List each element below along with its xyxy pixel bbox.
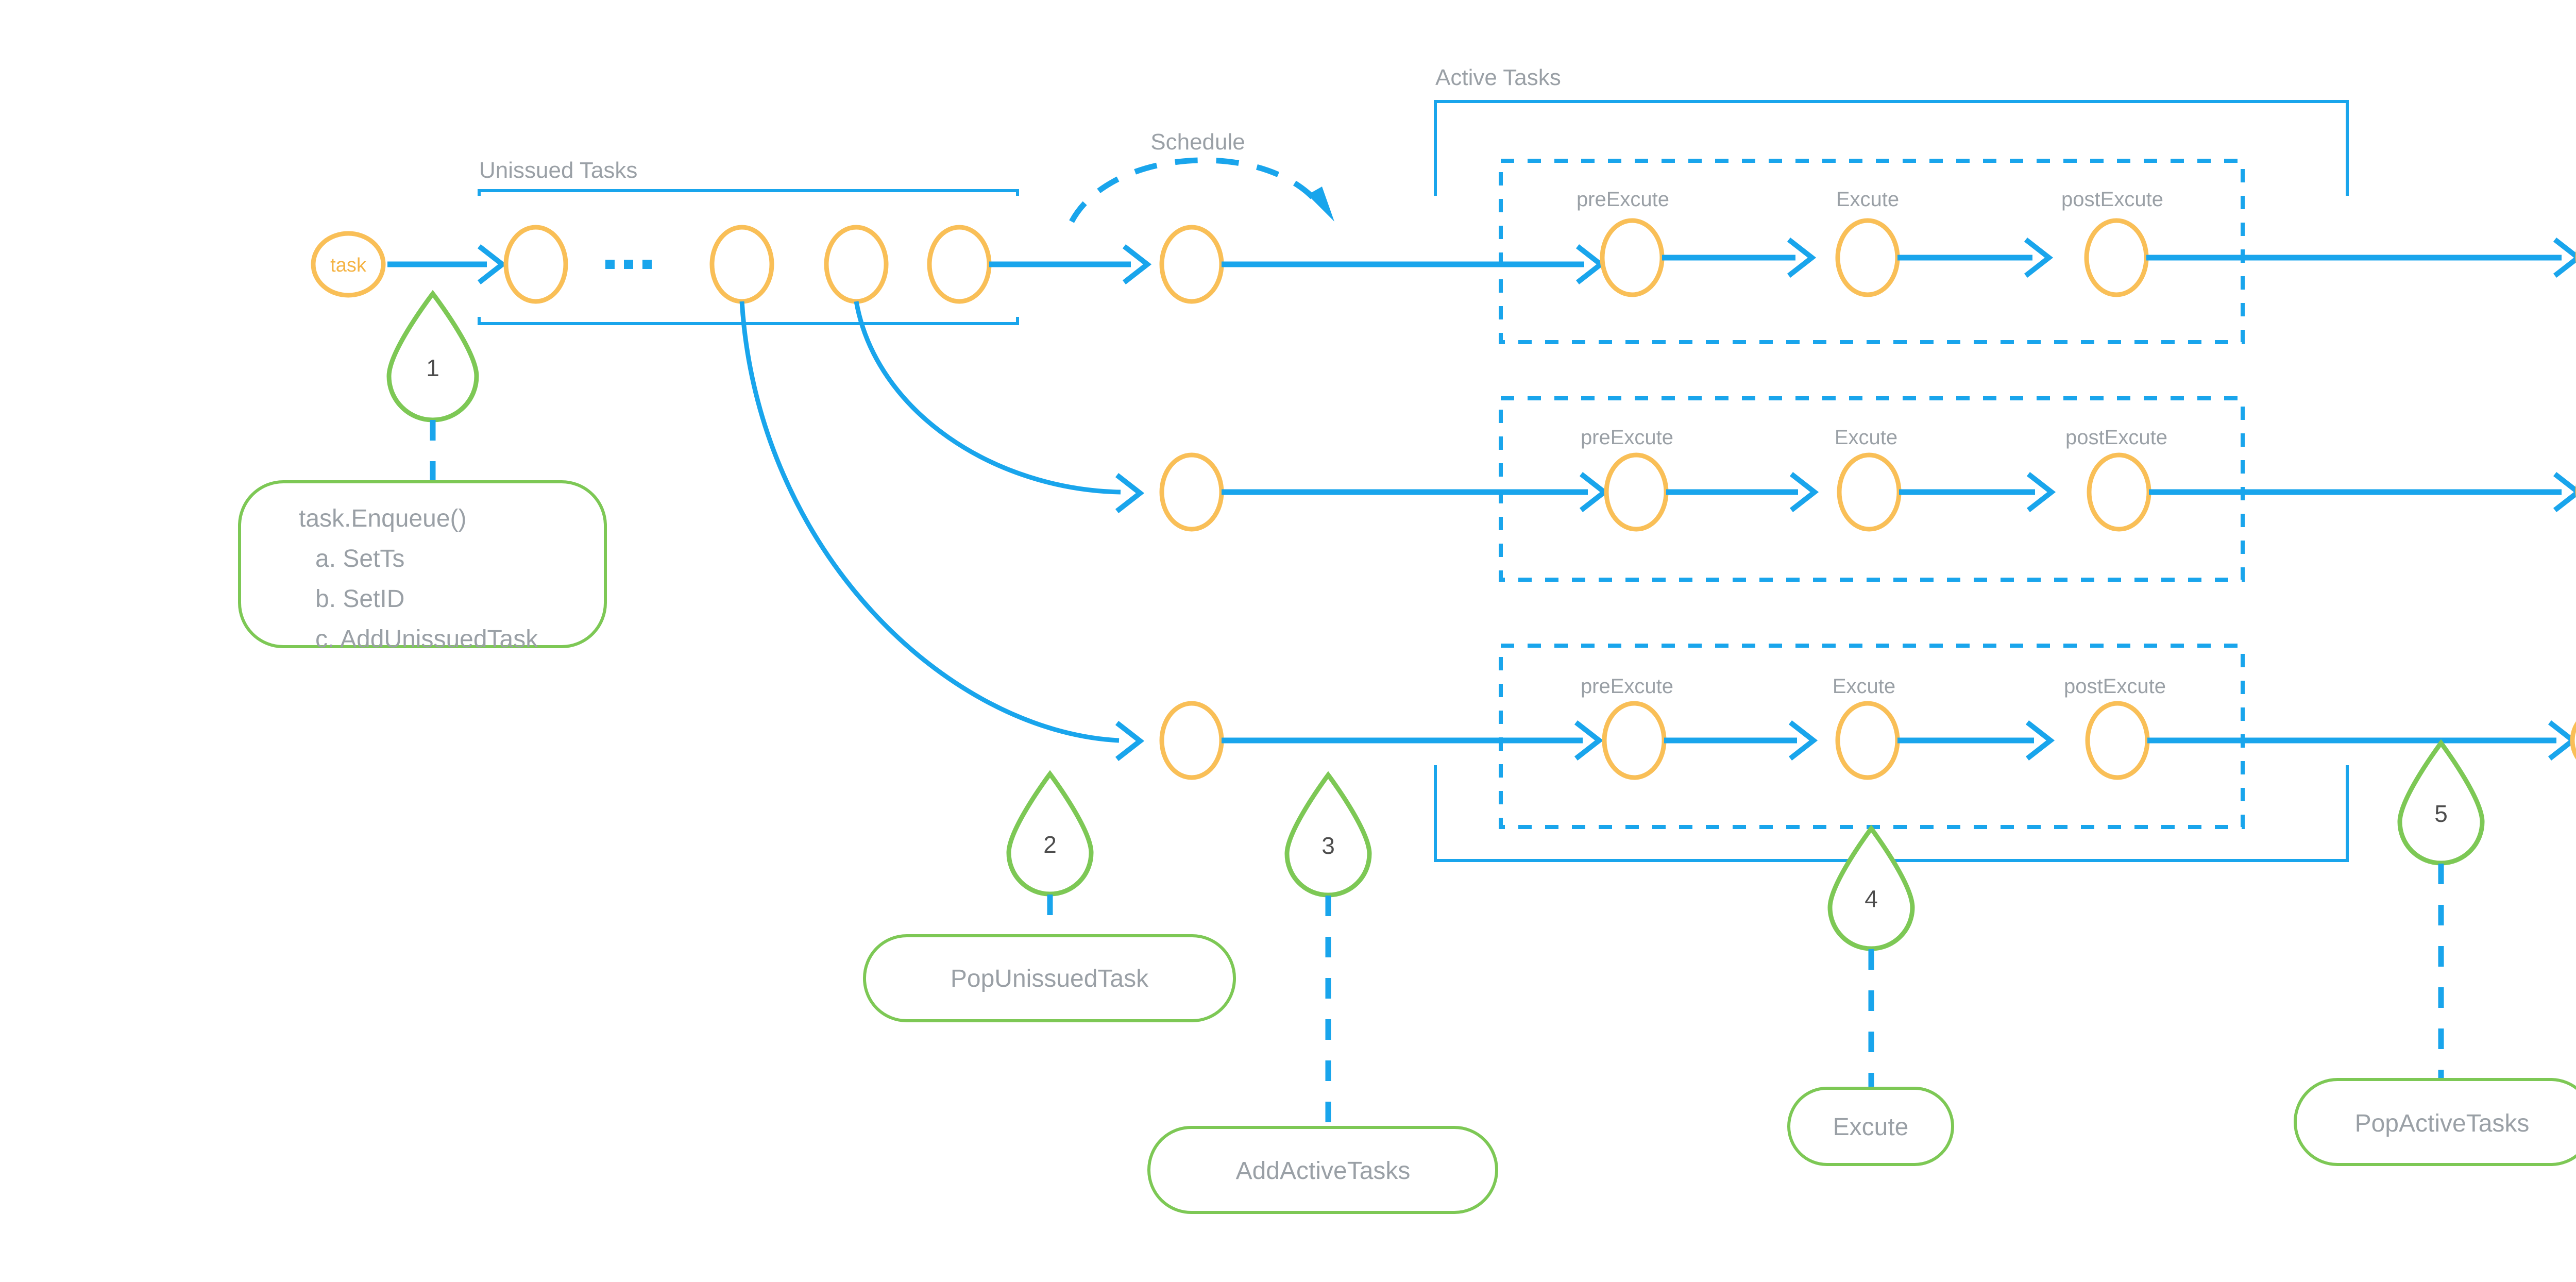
- row1-entry-node: [1159, 225, 1224, 304]
- callout-pop-unissued: PopUnissuedTask: [863, 934, 1236, 1022]
- task-start-label: task: [330, 255, 367, 276]
- callout-excute-label: Excute: [1833, 1114, 1909, 1141]
- row3-node-preexcute: [1602, 701, 1667, 780]
- row2-label-preexcute: preExcute: [1581, 426, 1673, 449]
- row2-node-postexcute: [2087, 452, 2151, 532]
- arrow-row3-entry-to-pre: [1222, 720, 1604, 761]
- arrow-row2-main-to-post: [1899, 472, 2056, 512]
- unissued-tasks-label: Unissued Tasks: [479, 158, 637, 183]
- unissued-queue-node-3: [824, 225, 889, 304]
- arrow-row3-main-to-post: [1897, 720, 2055, 761]
- curve-queue-to-row2: [854, 301, 1145, 513]
- row3-label-postexcute: postExcute: [2064, 675, 2166, 698]
- row3-entry-node: [1159, 701, 1224, 780]
- row3-label-excute: Excute: [1833, 675, 1895, 698]
- active-tasks-label: Active Tasks: [1435, 65, 1561, 90]
- callout-excute: Excute: [1787, 1087, 1954, 1166]
- queue-ellipsis: [605, 260, 652, 269]
- row2-entry-node: [1159, 452, 1224, 532]
- row1-node-preexcute: [1600, 218, 1665, 297]
- marker-4[interactable]: 4: [1827, 824, 1915, 951]
- marker-1[interactable]: 1: [386, 290, 479, 423]
- marker-3[interactable]: 3: [1284, 771, 1372, 898]
- row2-node-preexcute: [1604, 452, 1669, 532]
- row2-label-excute: Excute: [1835, 426, 1897, 449]
- callout-pop-unissued-label: PopUnissuedTask: [951, 965, 1149, 992]
- marker-2[interactable]: 2: [1006, 770, 1094, 897]
- marker-5-number: 5: [2434, 800, 2448, 827]
- unissued-queue-node-4: [927, 225, 992, 304]
- row3-exit-node: [2570, 721, 2576, 760]
- row1-node-postexcute: [2084, 218, 2149, 297]
- row1-node-excute: [1835, 218, 1900, 297]
- row3-label-preexcute: preExcute: [1581, 675, 1673, 698]
- arrow-row2-entry-to-pre: [1222, 472, 1609, 512]
- callout-enqueue-line-2: a. SetTs: [315, 545, 404, 572]
- arrow-row1-entry-to-pre: [1222, 244, 1605, 284]
- row1-label-postexcute: postExcute: [2061, 188, 2163, 211]
- row3-node-excute: [1835, 701, 1900, 780]
- arrow-row1-pre-to-main: [1662, 238, 1817, 278]
- row1-stage-box: [1499, 159, 2245, 344]
- curve-queue-to-row3: [739, 301, 1145, 761]
- arrow-row3-pre-to-main: [1664, 720, 1818, 761]
- callout-pop-active-label: PopActiveTasks: [2355, 1110, 2530, 1137]
- task-start-node: task: [311, 231, 386, 298]
- schedule-label: Schedule: [1150, 129, 1245, 155]
- arrow-task-to-queue: [387, 244, 507, 284]
- row1-label-excute: Excute: [1836, 188, 1899, 211]
- schedule-arc-arrow: [1069, 157, 1334, 223]
- callout-enqueue-line-3: b. SetID: [315, 585, 404, 613]
- arrow-row2-post-to-exit: [2149, 472, 2576, 512]
- unissued-queue-node-1: [503, 225, 568, 304]
- callout-enqueue: task.Enqueue() a. SetTs b. SetID c. AddU…: [238, 480, 607, 653]
- marker-3-number: 3: [1321, 832, 1335, 859]
- callout-enqueue-line-4: c. AddUnissuedTask: [315, 626, 538, 653]
- callout-add-active-label: AddActiveTasks: [1236, 1157, 1411, 1185]
- row1-label-preexcute: preExcute: [1577, 188, 1669, 211]
- unissued-queue-node-2: [709, 225, 774, 304]
- arrow-row1-main-to-post: [1897, 238, 2054, 278]
- callout-enqueue-line-1: task.Enqueue(): [299, 505, 467, 532]
- marker-5[interactable]: 5: [2397, 739, 2485, 866]
- unissued-tasks-bracket: [478, 189, 1019, 325]
- marker-4-number: 4: [1865, 885, 1878, 912]
- arrow-row3-post-to-exit: [2147, 720, 2576, 761]
- arrow-row1-post-to-exit: [2146, 238, 2576, 278]
- arrow-row2-pre-to-main: [1666, 472, 1819, 512]
- callout-add-active: AddActiveTasks: [1147, 1126, 1498, 1214]
- row2-stage-box: [1499, 396, 2245, 582]
- row3-node-postexcute: [2085, 701, 2150, 780]
- row2-label-postexcute: postExcute: [2065, 426, 2167, 449]
- arrow-queue-to-row1: [989, 244, 1152, 284]
- callout-pop-active: PopActiveTasks: [2294, 1078, 2576, 1166]
- marker-1-number: 1: [426, 355, 439, 381]
- marker-2-number: 2: [1043, 831, 1057, 858]
- row2-node-excute: [1837, 452, 1902, 532]
